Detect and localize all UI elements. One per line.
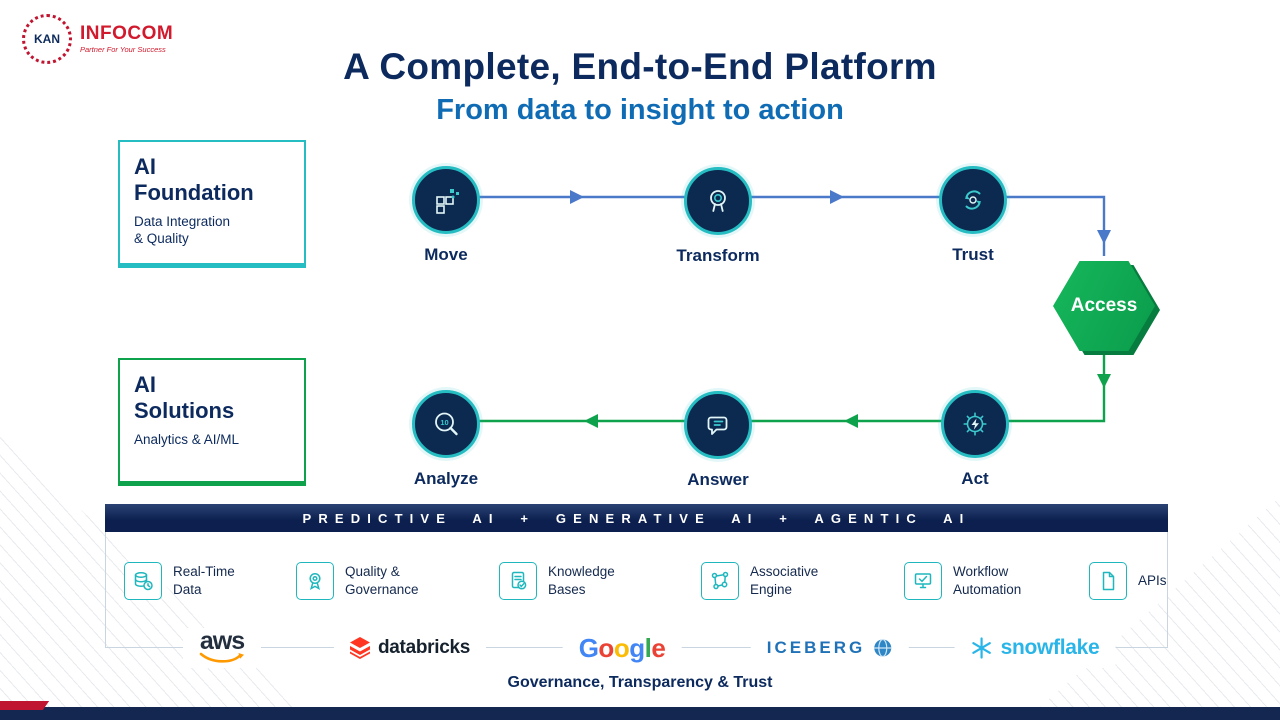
snowflake-icon <box>972 637 991 659</box>
ai-solutions-title-line1: AI <box>134 372 156 397</box>
partner-logo-iceberg: ICEBERG <box>750 628 910 668</box>
footer-caption: Governance, Transparency & Trust <box>507 674 773 691</box>
snowflake-wordmark: snowflake <box>1000 636 1100 659</box>
capability-item-apis: APIs <box>1089 562 1167 600</box>
answer-icon <box>684 391 752 459</box>
flow-label-trust: Trust <box>952 245 994 264</box>
capability-label: Associative Engine <box>750 564 819 597</box>
partner-logo-aws: aws <box>183 628 261 668</box>
flow-label-move: Move <box>424 245 468 264</box>
capability-label: Quality & Governance <box>345 564 419 597</box>
ai-foundation-card: AI Foundation Data Integration & Quality <box>118 140 306 268</box>
partner-logo-databricks: databricks <box>333 628 487 668</box>
ai-solutions-title: AI Solutions <box>134 372 290 424</box>
brand-text: INFOCOM Partner For Your Success <box>80 24 173 54</box>
capability-label: APIs <box>1138 573 1167 589</box>
act-icon <box>941 390 1009 458</box>
move-icon <box>412 166 480 234</box>
flow-node-analyze: 10 Analyze <box>381 390 511 489</box>
bottom-red-accent <box>0 701 50 710</box>
capability-label: Knowledge Bases <box>548 564 615 597</box>
page-title: A Complete, End-to-End Platform <box>343 46 937 87</box>
capability-label: Workflow Automation <box>953 564 1022 597</box>
capability-item-realtime-data: Real-Time Data <box>124 562 235 600</box>
partner-logo-snowflake: snowflake <box>954 628 1116 668</box>
ai-solutions-title-line2: Solutions <box>134 397 235 423</box>
brand-circle-text: KAN <box>34 32 60 46</box>
flow-label-answer: Answer <box>687 470 749 489</box>
realtime-data-icon <box>124 562 162 600</box>
trust-icon <box>939 166 1007 234</box>
databricks-icon <box>349 637 370 659</box>
flow-node-trust: Trust <box>908 166 1038 265</box>
capability-item-associative-engine: Associative Engine <box>701 562 818 600</box>
brand-logo: KAN INFOCOM Partner For Your Success <box>22 14 173 64</box>
brand-name: INFOCOM <box>80 23 174 45</box>
page-subtitle: From data to insight to action <box>436 94 844 126</box>
analyze-icon: 10 <box>412 390 480 458</box>
aws-smile-icon <box>199 652 244 663</box>
capabilities-panel: Real-Time Data Quality & Governance <box>105 532 1168 648</box>
access-hexagon: Access <box>1053 261 1160 355</box>
flow-label-act: Act <box>961 469 989 488</box>
ai-foundation-title-line2: Foundation <box>134 179 254 205</box>
flow-label-transform: Transform <box>676 246 760 265</box>
workflow-automation-icon <box>904 562 942 600</box>
flow-node-move: Move <box>381 166 511 265</box>
capability-label: Real-Time Data <box>173 564 235 597</box>
capability-item-quality-governance: Quality & Governance <box>296 562 419 600</box>
brand-tagline: Partner For Your Success <box>80 45 166 55</box>
ai-solutions-subtitle: Analytics & AI/ML <box>134 431 240 447</box>
flow-node-act: Act <box>910 390 1040 489</box>
knowledge-bases-icon <box>499 562 537 600</box>
ai-solutions-card: AI Solutions Analytics & AI/ML <box>118 358 306 486</box>
capability-item-workflow-automation: Workflow Automation <box>904 562 1021 600</box>
brand-logo-mark: KAN <box>22 14 72 64</box>
transform-icon <box>684 167 752 235</box>
access-label: Access <box>1070 295 1138 316</box>
capability-item-knowledge-bases: Knowledge Bases <box>499 562 615 600</box>
flow-label-analyze: Analyze <box>413 469 479 488</box>
flow-node-transform: Transform <box>653 167 783 266</box>
quality-governance-icon <box>296 562 334 600</box>
ai-foundation-title-line1: AI <box>134 154 156 179</box>
iceberg-globe-icon <box>874 638 892 658</box>
ai-foundation-title: AI Foundation <box>134 154 290 206</box>
iceberg-wordmark: ICEBERG <box>766 638 866 657</box>
flow-node-answer: Answer <box>653 391 783 490</box>
partner-logos-row: aws databricks Google ICEBERG <box>106 628 1167 668</box>
databricks-wordmark: databricks <box>377 637 471 658</box>
apis-icon <box>1089 562 1127 600</box>
google-wordmark: Google <box>578 632 666 663</box>
ai-foundation-subtitle: Data Integration & Quality <box>134 213 231 247</box>
ai-banner: PREDICTIVE AI + GENERATIVE AI + AGENTIC … <box>105 504 1168 532</box>
aws-wordmark: aws <box>199 626 245 655</box>
bottom-bar <box>0 707 1280 720</box>
ai-banner-text: PREDICTIVE AI + GENERATIVE AI + AGENTIC … <box>302 510 971 526</box>
svg-text:10: 10 <box>440 418 448 427</box>
partner-logo-google: Google <box>562 628 682 668</box>
associative-engine-icon <box>701 562 739 600</box>
